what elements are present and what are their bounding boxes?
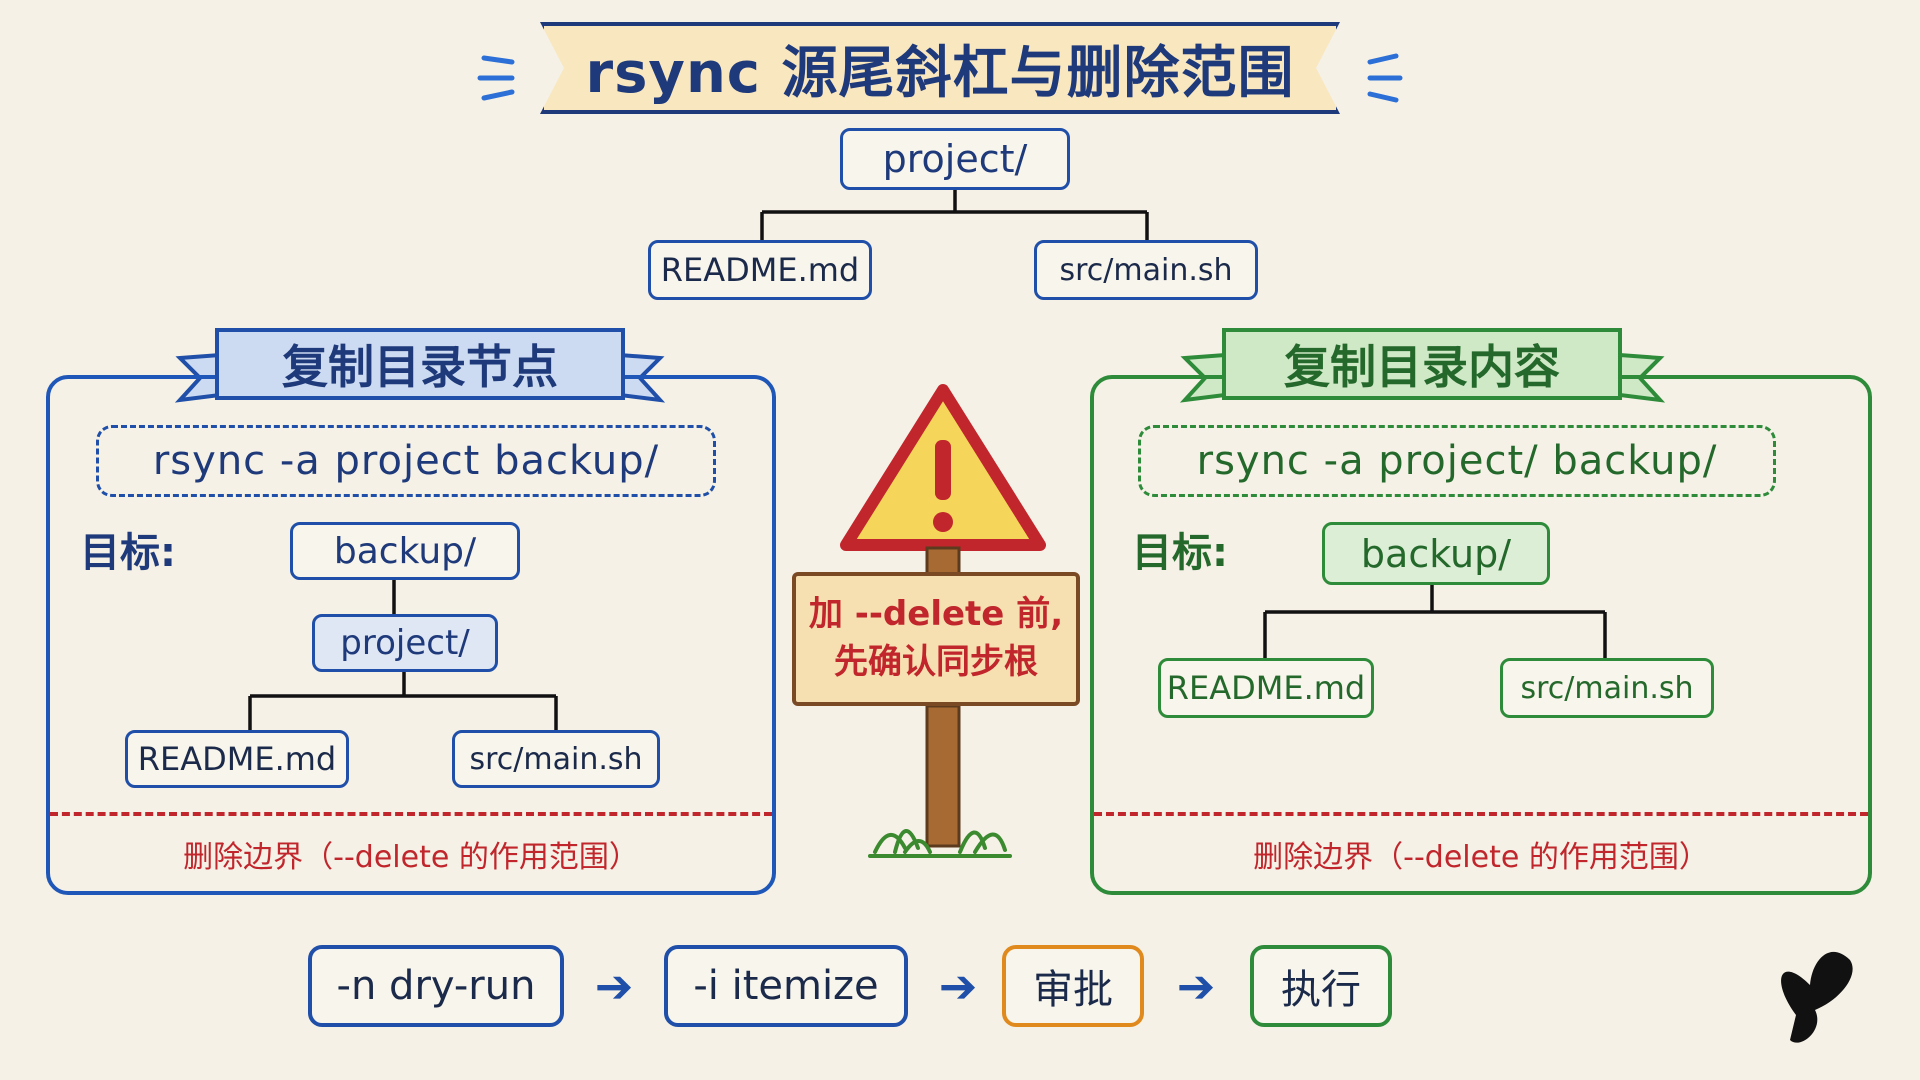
left-command: rsync -a project backup/ bbox=[96, 425, 716, 497]
warning-line-1: 加 --delete 前, bbox=[808, 594, 1064, 635]
flow-arrow-1: ➔ bbox=[594, 959, 634, 1013]
warning-triangle-icon bbox=[840, 384, 1046, 551]
flow-step-dry-run: -n dry-run bbox=[308, 945, 564, 1027]
right-command: rsync -a project/ backup/ bbox=[1138, 425, 1776, 497]
right-boundary-line bbox=[1094, 812, 1868, 816]
page-title: rsync 源尾斜杠与删除范围 bbox=[540, 22, 1340, 114]
grass-icon bbox=[868, 829, 1012, 858]
right-backup-node: backup/ bbox=[1322, 522, 1550, 585]
source-main-sh-node: src/main.sh bbox=[1034, 240, 1258, 300]
right-target-label: 目标: bbox=[1132, 530, 1228, 576]
left-panel-heading: 复制目录节点 bbox=[215, 328, 625, 400]
flow-step-execute: 执行 bbox=[1250, 945, 1392, 1027]
source-root-node: project/ bbox=[840, 128, 1070, 190]
right-main-sh-node: src/main.sh bbox=[1500, 658, 1714, 718]
left-target-label: 目标: bbox=[80, 530, 176, 576]
flow-step-itemize: -i itemize bbox=[664, 945, 908, 1027]
left-readme-node: README.md bbox=[125, 730, 349, 788]
flow-arrow-3: ➔ bbox=[1176, 959, 1216, 1013]
warning-line-2: 先确认同步根 bbox=[834, 642, 1038, 682]
left-boundary-label: 删除边界（--delete 的作用范围） bbox=[183, 840, 639, 875]
source-readme-node: README.md bbox=[648, 240, 872, 300]
flow-arrow-2: ➔ bbox=[938, 959, 978, 1013]
left-project-node: project/ bbox=[312, 614, 498, 672]
warning-sign-board: 加 --delete 前, 先确认同步根 bbox=[792, 572, 1080, 706]
left-backup-node: backup/ bbox=[290, 522, 520, 580]
butterfly-logo-icon bbox=[1781, 951, 1853, 1043]
flow-step-approve: 审批 bbox=[1002, 945, 1144, 1027]
right-panel-heading: 复制目录内容 bbox=[1222, 328, 1622, 400]
right-boundary-label: 删除边界（--delete 的作用范围） bbox=[1253, 840, 1709, 875]
right-readme-node: README.md bbox=[1158, 658, 1374, 718]
left-main-sh-node: src/main.sh bbox=[452, 730, 660, 788]
left-boundary-line bbox=[50, 812, 772, 816]
